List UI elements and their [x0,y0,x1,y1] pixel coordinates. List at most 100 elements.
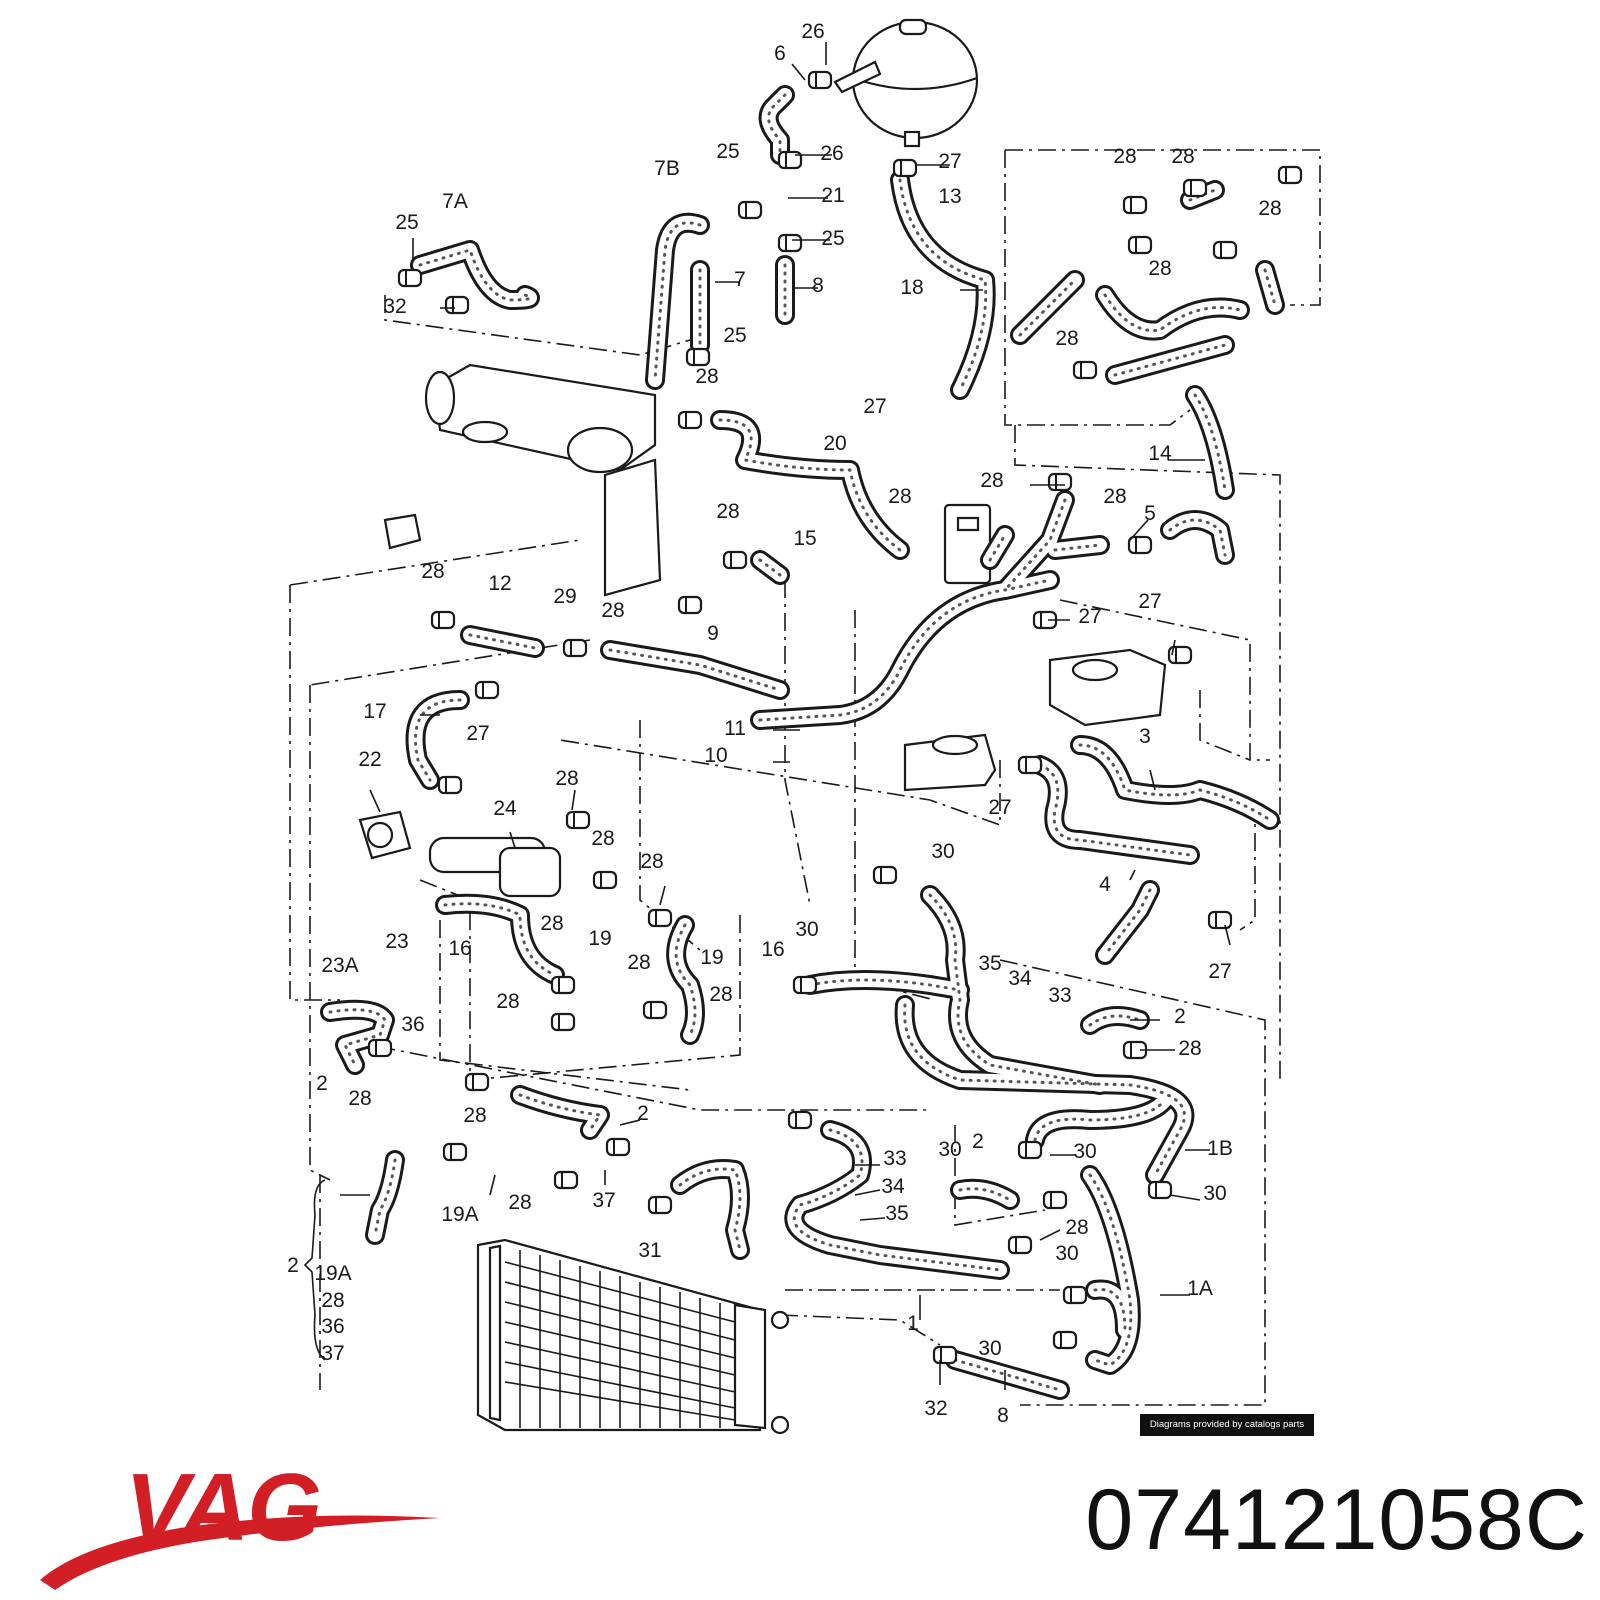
hose-clamp [550,1012,576,1032]
callout-19: 19 [700,946,723,969]
callout-28: 28 [1065,1216,1088,1239]
hose-clamp [565,810,591,830]
callout-28: 28 [1113,145,1136,168]
callout-17: 17 [363,700,386,723]
callout-34: 34 [1008,967,1032,990]
hose-clamp [1127,535,1153,555]
hose-clamp [1042,1190,1068,1210]
hose-clamp [1052,1330,1078,1350]
hose-clamp [1032,610,1058,630]
callout-30: 30 [1073,1140,1096,1163]
callout-7: 7 [734,268,746,291]
hose-clamp [1167,645,1193,665]
callout-23: 23 [385,930,408,953]
hose-clamp [677,595,703,615]
hose-clamp [1277,165,1303,185]
callout-22: 22 [358,748,381,771]
callout-30: 30 [795,918,818,941]
hose-clamps [367,70,1303,1365]
engine-block [383,363,662,597]
callout-6: 6 [774,42,786,65]
hose-clamp [550,975,576,995]
hose-clamp [932,1345,958,1365]
hose-clamp [892,158,918,178]
callout-28: 28 [695,365,718,388]
callout-27: 27 [1138,590,1161,613]
callout-14: 14 [1148,442,1172,465]
hose-clamp [792,975,818,995]
callout-2: 2 [972,1130,984,1153]
callout-2: 2 [287,1254,299,1277]
callout-27: 27 [466,722,489,745]
hose-clamp [442,1142,468,1162]
hose-clamp [562,638,588,658]
callout-4: 4 [1099,873,1111,896]
callout-27: 27 [988,796,1011,819]
logo-wordmark: VAG [125,1454,320,1561]
callout-36: 36 [321,1315,344,1338]
coolant-hoses [320,85,1285,1400]
callout-28: 28 [888,485,911,508]
logo-swoosh [40,1515,440,1590]
callout-19: 19 [588,927,611,950]
callout-27: 27 [863,395,886,418]
callout-15: 15 [793,527,816,550]
hose-clamp [1007,1235,1033,1255]
hose-clamp [474,680,500,700]
hose-clamp [1017,755,1043,775]
callout-7b: 7B [654,157,680,180]
callout-16: 16 [761,938,784,961]
credit-badge: Diagrams provided by catalogs parts [1140,1414,1314,1436]
callout-12: 12 [488,572,511,595]
callout-7a: 7A [442,190,468,213]
callout-5: 5 [1144,502,1156,525]
hose-clamp [722,550,748,570]
hose-clamp [1047,472,1073,492]
callout-30: 30 [978,1337,1001,1360]
callout-35: 35 [978,952,1001,975]
hose-clamp [553,1170,579,1190]
callout-28: 28 [601,599,624,622]
hose-clamp [677,410,703,430]
hose-clamp [1182,178,1208,198]
hose-clamp [397,268,423,288]
callout-28: 28 [508,1191,531,1214]
callout-27: 27 [1078,605,1101,628]
callout-28: 28 [591,827,614,850]
callout-16: 16 [448,937,471,960]
hose-clamp [807,70,833,90]
hose-clamp [1147,1180,1173,1200]
callout-28: 28 [640,850,663,873]
hose-clamp [605,1137,631,1157]
thermostat-housing [903,503,1167,792]
hose-clamp [1127,235,1153,255]
callout-21: 21 [821,184,844,207]
vag-logo: VAG [40,1454,440,1590]
callout-28: 28 [463,1104,486,1127]
callout-37: 37 [321,1342,344,1365]
hose-clamp [685,347,711,367]
callout-28: 28 [1258,197,1281,220]
callout-28: 28 [716,500,739,523]
callout-19a: 19A [441,1203,478,1226]
callout-28: 28 [348,1087,371,1110]
callout-33: 33 [883,1147,906,1170]
hose-clamp [647,1195,673,1215]
callout-1: 1 [907,1312,919,1335]
callout-13: 13 [938,185,961,208]
callout-28: 28 [321,1289,344,1312]
callout-26: 26 [820,142,843,165]
callout-1a: 1A [1187,1277,1213,1300]
callout-31: 31 [638,1239,661,1262]
hose-clamp [642,1000,668,1020]
callout-32: 32 [924,1397,947,1420]
callout-28: 28 [627,951,650,974]
callout-2: 2 [316,1072,328,1095]
callout-37: 37 [592,1189,615,1212]
hose-clamp [787,1110,813,1130]
callout-20: 20 [823,432,846,455]
part-number: 074121058C [1085,1472,1588,1568]
hose-clamp [1122,195,1148,215]
callout-10: 10 [704,744,727,767]
